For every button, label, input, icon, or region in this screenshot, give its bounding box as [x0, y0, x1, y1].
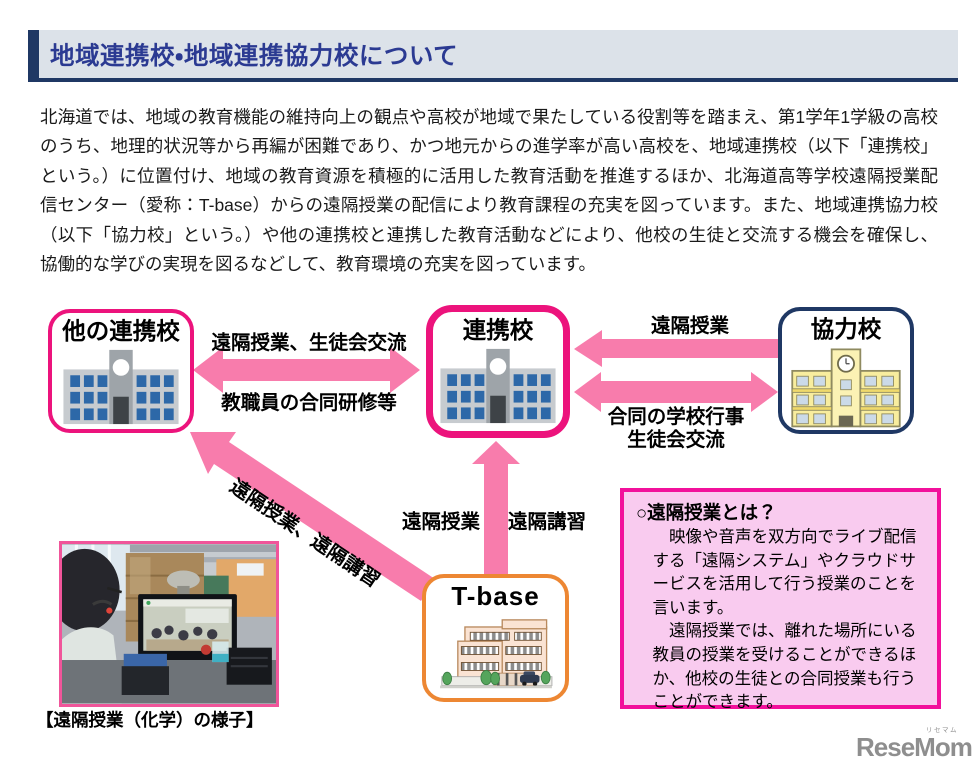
tbase-label: T-base	[451, 581, 540, 611]
remote-class-photo-image	[62, 544, 276, 704]
resemom-logo-ruby: リセマム	[926, 727, 958, 734]
school-building-icon	[440, 348, 556, 424]
school-building-icon	[63, 349, 179, 425]
box-tbase: T-base	[422, 574, 569, 702]
photo-caption: 【遠隔授業（化学）の様子】	[36, 710, 264, 730]
kyoryoku-school-label: 協力校	[810, 316, 882, 342]
renkei-school-label: 連携校	[462, 317, 534, 343]
arrow-label-joint-events: 合同の学校行事 生徒会交流	[586, 406, 766, 452]
arrow-label-remote-training-vertical: 遠隔講習	[507, 511, 586, 533]
arrow-label-remote-class-vertical: 遠隔授業	[401, 511, 480, 533]
title-bar: 地域連携校・地域連携協力校について	[28, 30, 958, 82]
arrow-label-joint-staff-training: 教職員の合同研修等	[221, 392, 397, 414]
other-school-label: 他の連携校	[62, 318, 180, 344]
box-other-renkei-school: 他の連携校	[48, 309, 194, 433]
tbase-building-icon	[439, 619, 552, 689]
box-renkei-school: 連携校	[426, 305, 570, 438]
resemom-logo: リセマム ReseMom.	[856, 727, 972, 762]
remote-class-photo	[59, 541, 279, 707]
yellow-school-building-icon	[791, 348, 901, 428]
info-box-title: ○遠隔授業とは？	[636, 502, 777, 523]
arrow-label-joint-events-line2: 生徒会交流	[627, 429, 725, 451]
intro-paragraph: 北海道では、地域の教育機能の維持向上の観点や高校が地域で果たしている役割等を踏ま…	[40, 107, 938, 275]
resemom-logo-text: ReseMom.	[856, 732, 972, 762]
info-box-paragraph-1: 映像や音声を双方向でライブ配信する「遠隔システム」やクラウドサービスを活用して行…	[652, 528, 917, 617]
arrow-label-remote-class-student-exchange: 遠隔授業、生徒会交流	[211, 332, 407, 354]
remote-class-info-box: ○遠隔授業とは？ 映像や音声を双方向でライブ配信する「遠隔システム」やクラウドサ…	[620, 488, 941, 711]
info-box-paragraph-2: 遠隔授業では、離れた場所にいる教員の授業を受けることができるほか、他校の生徒との…	[652, 622, 917, 712]
page-title: 地域連携校・地域連携協力校について	[50, 42, 459, 70]
box-kyoryoku-school: 協力校	[778, 307, 914, 434]
arrow-label-joint-events-line1: 合同の学校行事	[607, 406, 745, 428]
arrow-label-remote-class-right: 遠隔授業	[650, 315, 729, 337]
